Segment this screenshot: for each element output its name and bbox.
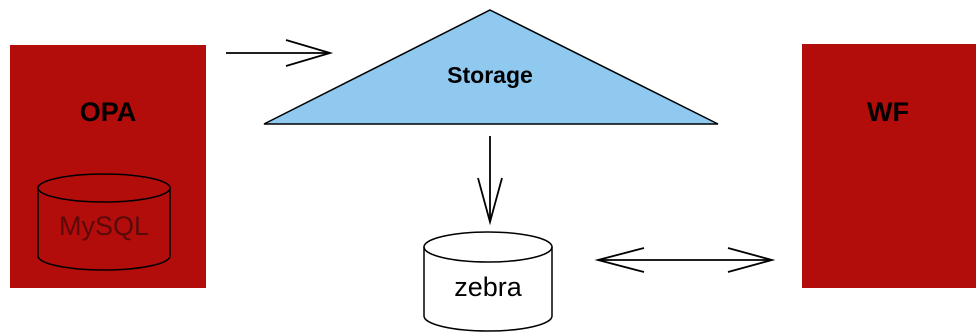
storage-node[interactable]: Storage	[263, 9, 719, 125]
arrow-storage-to-zebra	[477, 136, 503, 226]
zebra-database-icon	[423, 231, 553, 332]
wf-box	[802, 44, 976, 288]
arrow-zebra-wf-bidirectional	[594, 247, 776, 273]
opa-box	[10, 45, 206, 288]
opa-node[interactable]: OPA MySQL	[10, 45, 206, 288]
mysql-label: MySQL	[59, 211, 149, 241]
storage-title: Storage	[447, 62, 533, 88]
wf-title: WF	[867, 97, 909, 127]
zebra-node[interactable]: zebra	[423, 231, 553, 332]
mysql-database-icon	[37, 173, 171, 271]
wf-node[interactable]: WF	[802, 44, 976, 288]
opa-title: OPA	[80, 97, 137, 127]
zebra-label: zebra	[454, 272, 523, 302]
arrow-opa-to-storage	[226, 39, 334, 67]
storage-triangle	[263, 9, 719, 125]
